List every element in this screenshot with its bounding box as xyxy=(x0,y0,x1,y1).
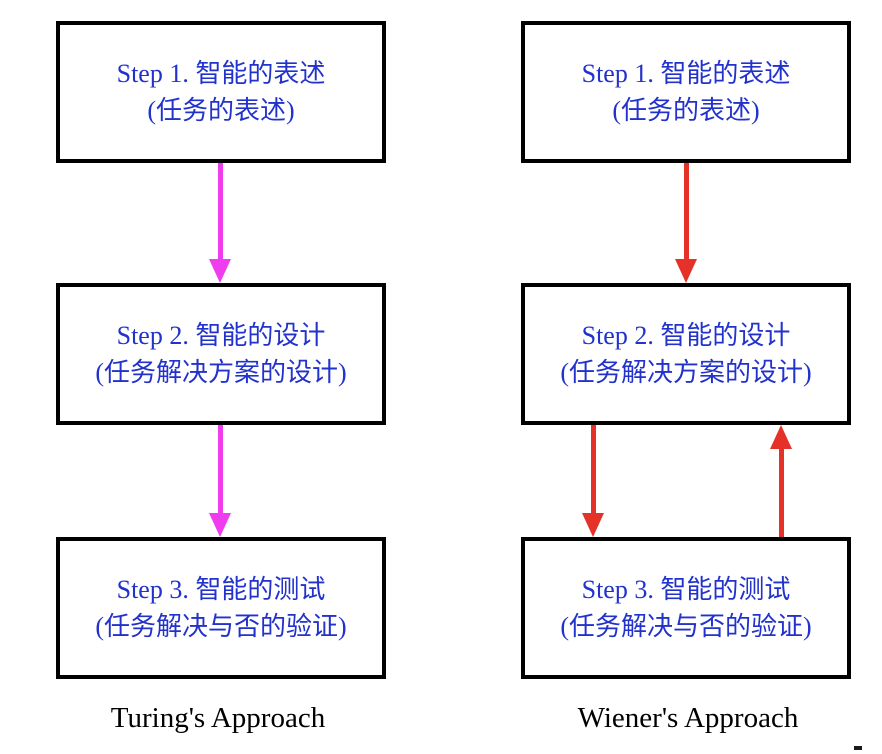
wiener-caption: Wiener's Approach xyxy=(577,702,799,734)
arrow-down-icon xyxy=(209,513,231,537)
wiener-step2-line1: Step 2. 智能的设计 xyxy=(581,321,791,350)
turing-step3-line2: (任务解决与否的验证) xyxy=(95,612,347,641)
turing-step1-line1: Step 1. 智能的表述 xyxy=(116,59,326,88)
wiener-arrow-step1-to-step2 xyxy=(674,163,698,283)
turing-arrow-step2-to-step3 xyxy=(208,425,232,537)
arrow-up-icon xyxy=(770,425,792,449)
turing-step3-line1: Step 3. 智能的测试 xyxy=(116,575,326,604)
wiener-step3-box: Step 3. 智能的测试 (任务解决与否的验证) xyxy=(521,537,851,679)
arrow-down-icon xyxy=(209,259,231,283)
arrow-shaft xyxy=(778,446,784,537)
bottom-right-artifact xyxy=(854,746,862,750)
wiener-step2-line2: (任务解决方案的设计) xyxy=(560,358,812,387)
wiener-step1-box: Step 1. 智能的表述 (任务的表述) xyxy=(521,21,851,163)
turing-step1-box: Step 1. 智能的表述 (任务的表述) xyxy=(56,21,386,163)
arrow-down-icon xyxy=(582,513,604,537)
turing-arrow-step1-to-step2 xyxy=(208,163,232,283)
wiener-step1-line2: (任务的表述) xyxy=(612,96,760,125)
wiener-arrow-step2-to-step3 xyxy=(581,425,605,537)
wiener-step3-line1: Step 3. 智能的测试 xyxy=(581,575,791,604)
arrow-shaft xyxy=(217,425,223,516)
wiener-step3-line2: (任务解决与否的验证) xyxy=(560,612,812,641)
arrow-shaft xyxy=(590,425,596,516)
turing-step2-line1: Step 2. 智能的设计 xyxy=(116,321,326,350)
turing-caption: Turing's Approach xyxy=(110,702,326,734)
turing-step2-box: Step 2. 智能的设计 (任务解决方案的设计) xyxy=(56,283,386,425)
turing-step1-line2: (任务的表述) xyxy=(147,96,295,125)
turing-step3-box: Step 3. 智能的测试 (任务解决与否的验证) xyxy=(56,537,386,679)
wiener-step2-box: Step 2. 智能的设计 (任务解决方案的设计) xyxy=(521,283,851,425)
arrow-down-icon xyxy=(675,259,697,283)
wiener-step1-line1: Step 1. 智能的表述 xyxy=(581,59,791,88)
turing-step2-line2: (任务解决方案的设计) xyxy=(95,358,347,387)
arrow-shaft xyxy=(217,163,223,262)
wiener-arrow-step3-to-step2-feedback xyxy=(769,425,793,537)
arrow-shaft xyxy=(683,163,689,262)
